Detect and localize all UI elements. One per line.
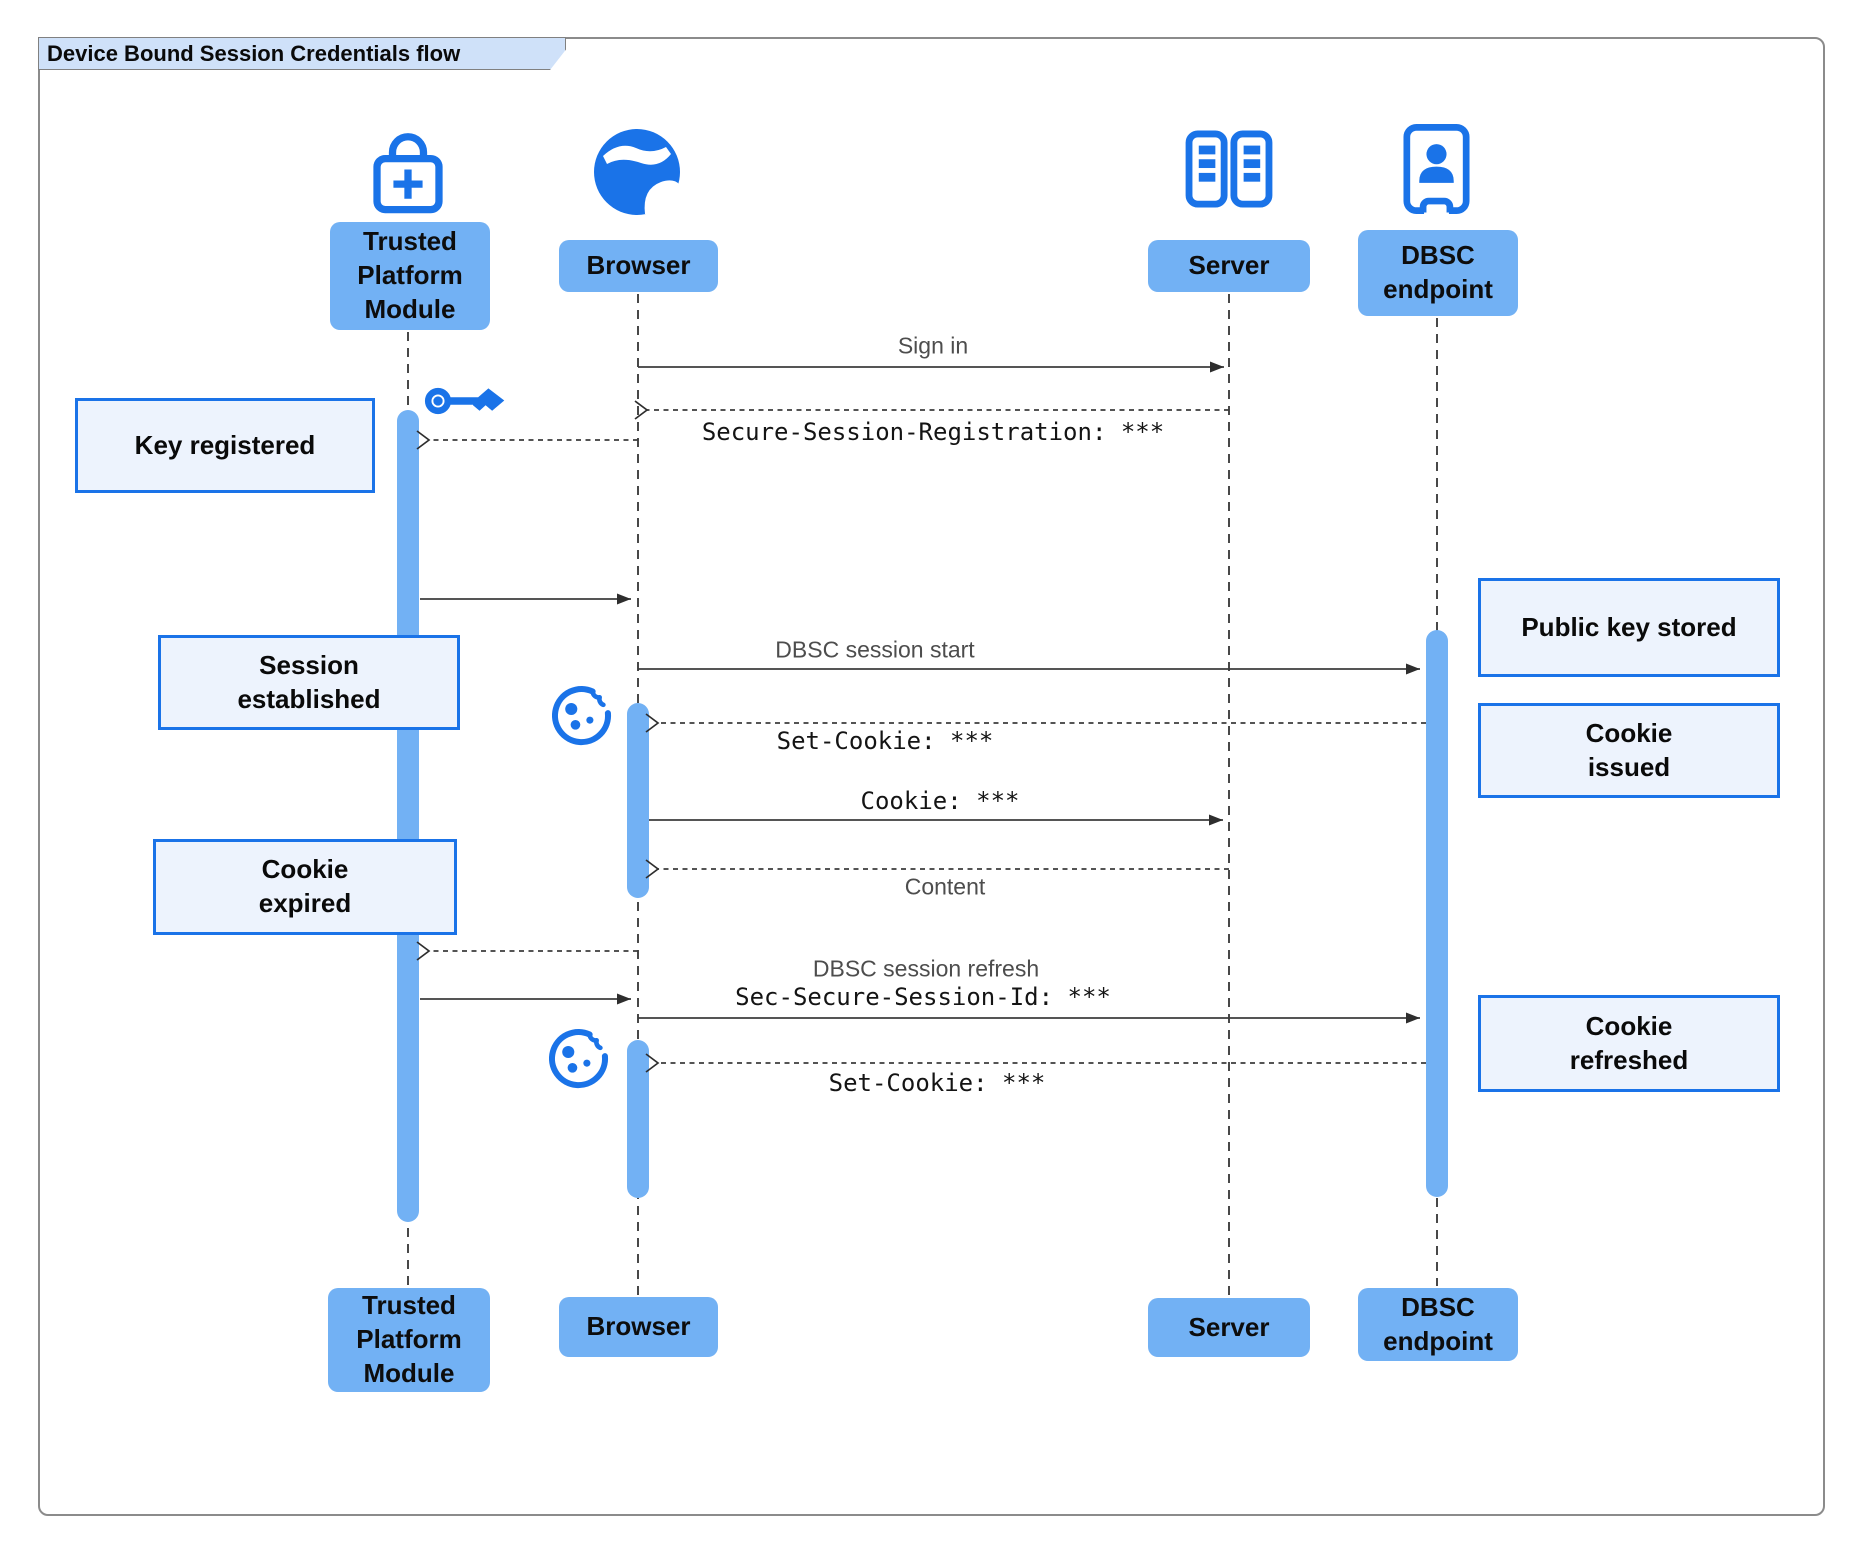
actor-top-browser: Browser [559,240,718,292]
key-icon [424,387,505,415]
activation-bar-browser-2 [627,1040,649,1198]
cookie-icon [549,1029,608,1089]
message-dbsc-session-refresh: DBSC session refresh [812,955,1040,982]
diagram-title: Device Bound Session Credentials flow [38,37,566,70]
actor-bottom-browser: Browser [559,1297,718,1357]
message-set-cookie-1: Set-Cookie: *** [776,727,994,755]
actor-bottom-dbsc: DBSC endpoint [1358,1288,1518,1361]
actor-bottom-tpm: Trusted Platform Module [328,1288,490,1392]
actor-bottom-server: Server [1148,1298,1310,1357]
message-sec-secure-session-id: Sec-Secure-Session-Id: *** [735,983,1111,1011]
note-cookie-expired: Cookie expired [153,839,457,935]
actor-top-server: Server [1148,240,1310,292]
endpoint-person-icon [1403,124,1470,215]
diagram-frame [38,37,1825,1516]
activation-bar-browser-1 [627,703,649,898]
message-content: Content [904,873,986,900]
actor-top-dbsc: DBSC endpoint [1358,230,1518,316]
note-cookie-refreshed: Cookie refreshed [1478,995,1780,1092]
message-cookie: Cookie: *** [860,787,1020,815]
message-dbsc-session-start: DBSC session start [775,636,975,663]
cookie-icon [552,686,611,746]
message-sign-in: Sign in [897,332,969,359]
note-key-registered: Key registered [75,398,375,493]
note-session-established: Session established [158,635,460,730]
actor-top-tpm: Trusted Platform Module [330,222,490,330]
lock-plus-icon [373,133,443,214]
note-cookie-issued: Cookie issued [1478,703,1780,798]
note-public-key-stored: Public key stored [1478,578,1780,677]
message-set-cookie-2: Set-Cookie: *** [828,1069,1046,1097]
activation-bar-dbsc [1426,630,1448,1197]
server-rack-icon [1185,130,1273,208]
globe-icon [594,129,680,215]
message-secure-session-registration: Secure-Session-Registration: *** [701,418,1165,446]
activation-bar-tpm [397,410,419,1222]
